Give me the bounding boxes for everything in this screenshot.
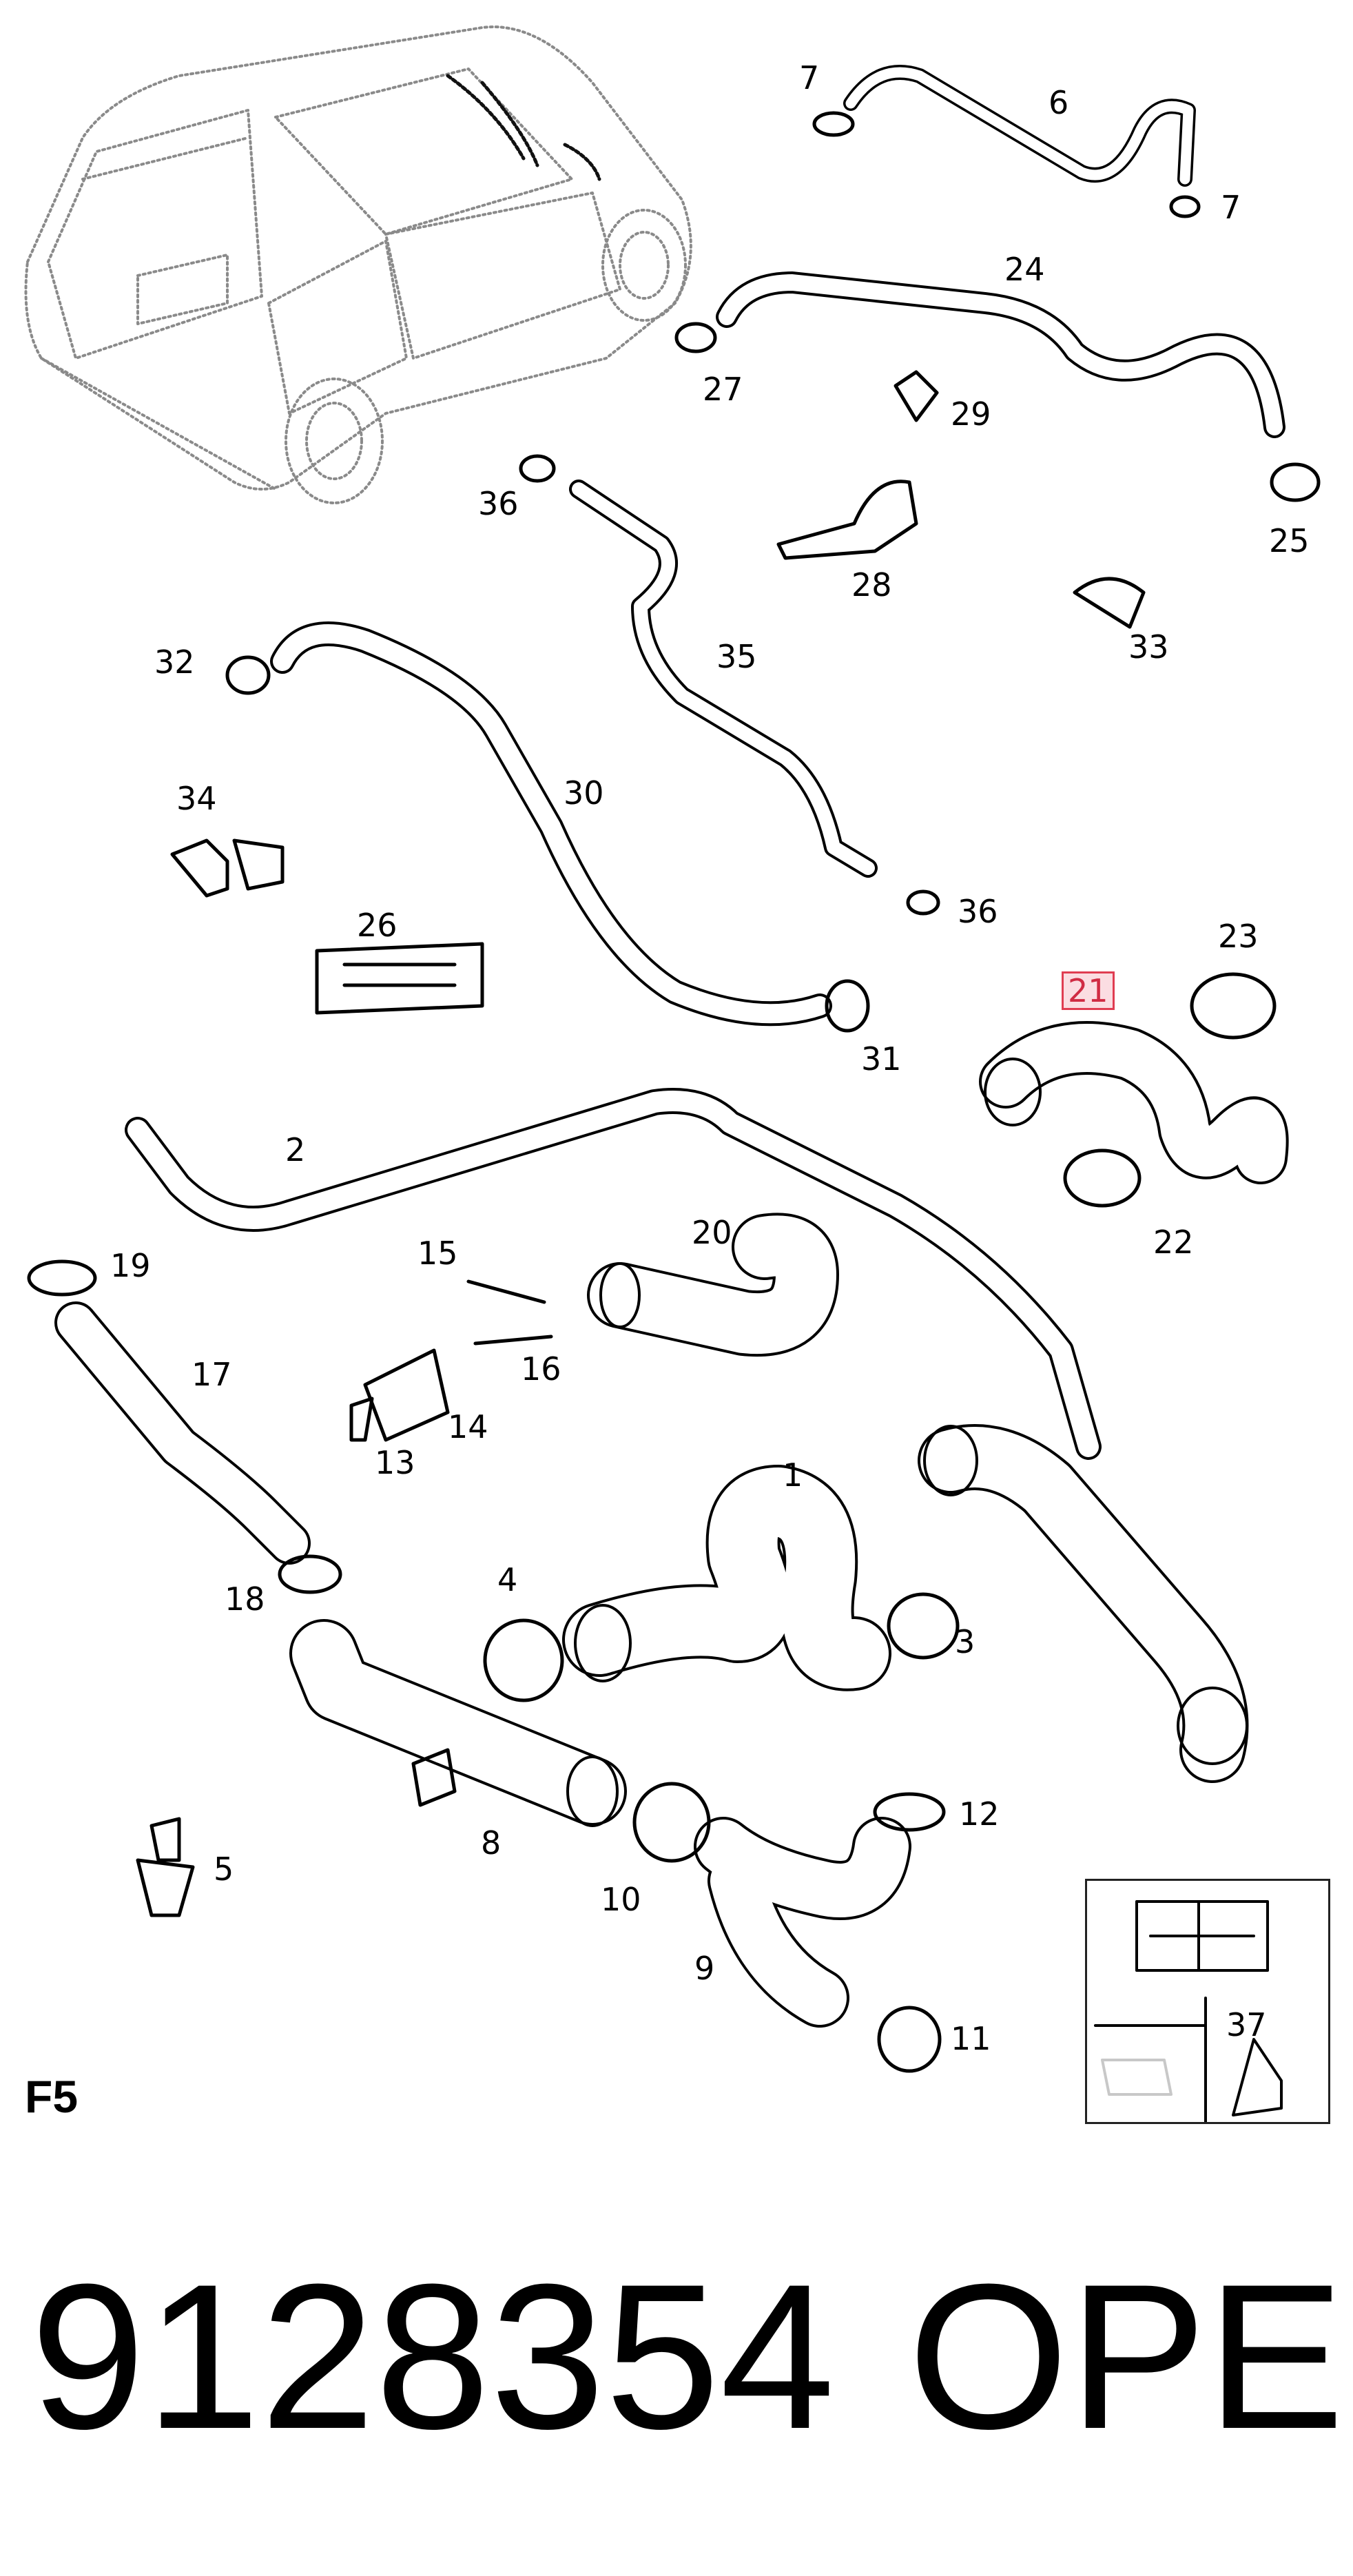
callout-3: 3: [955, 1623, 975, 1660]
callout-21-highlighted[interactable]: 21: [1062, 971, 1115, 1010]
service-legend-box: [1085, 1879, 1330, 2124]
hose-clamps: [27, 111, 1321, 2073]
callout-20: 20: [692, 1214, 732, 1251]
callout-7a: 7: [799, 59, 820, 96]
callout-37: 37: [1226, 2006, 1267, 2043]
callout-14: 14: [448, 1408, 488, 1445]
callout-26: 26: [357, 907, 397, 944]
callout-7b: 7: [1221, 189, 1241, 226]
brand-name: OPEL: [908, 2240, 1353, 2472]
callout-8: 8: [481, 1824, 502, 1862]
callout-16: 16: [521, 1350, 561, 1388]
callout-12: 12: [959, 1795, 1000, 1833]
callout-15: 15: [417, 1235, 458, 1272]
callout-19: 19: [110, 1247, 151, 1284]
callout-17: 17: [192, 1356, 232, 1393]
callout-27: 27: [703, 371, 743, 408]
callout-29: 29: [951, 395, 991, 433]
callout-36b: 36: [958, 893, 998, 930]
callout-13: 13: [375, 1444, 415, 1481]
callout-31: 31: [861, 1040, 902, 1078]
callout-2: 2: [285, 1131, 306, 1168]
callout-23: 23: [1218, 918, 1259, 955]
callout-36a: 36: [478, 485, 519, 522]
callout-34: 34: [176, 780, 217, 817]
callout-33: 33: [1128, 628, 1169, 666]
legend-icons: [1094, 1900, 1283, 2123]
sheet-label: F5: [25, 2071, 79, 2122]
callout-4: 4: [497, 1561, 518, 1598]
vehicle-outline-drawing: [24, 25, 692, 504]
callout-18: 18: [225, 1580, 265, 1618]
callout-28: 28: [851, 566, 892, 604]
callout-11: 11: [951, 2020, 991, 2057]
brackets-and-fittings: [136, 370, 1146, 1917]
part-number: 9128354: [30, 2240, 835, 2472]
callout-1: 1: [783, 1456, 803, 1494]
callout-9: 9: [694, 1950, 715, 1987]
callout-10: 10: [601, 1881, 641, 1918]
callout-30: 30: [564, 774, 604, 812]
callout-24: 24: [1004, 251, 1045, 288]
callout-32: 32: [154, 643, 195, 681]
callout-5: 5: [214, 1851, 234, 1888]
callout-6: 6: [1049, 84, 1069, 121]
callout-25: 25: [1269, 522, 1310, 559]
callout-35: 35: [716, 638, 757, 675]
callout-22: 22: [1153, 1224, 1194, 1261]
